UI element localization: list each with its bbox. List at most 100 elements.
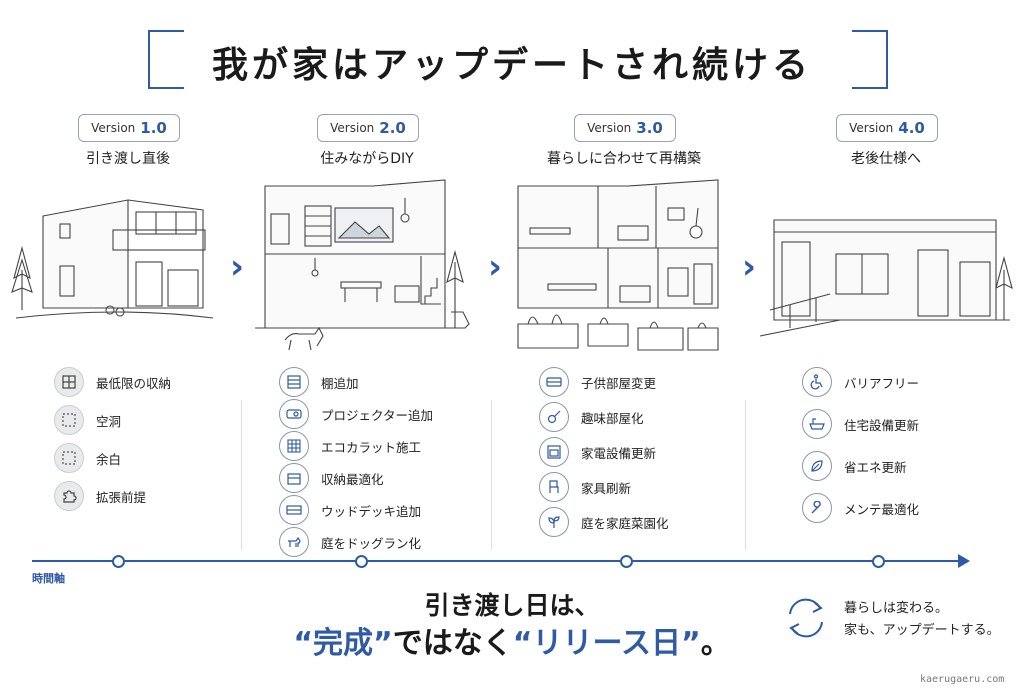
- column-divider: [745, 400, 746, 550]
- list-item: 趣味部屋化: [539, 401, 669, 433]
- oven-icon: [539, 437, 569, 467]
- list-item: 空洞: [54, 404, 171, 436]
- timeline-dot-v4: [872, 555, 885, 568]
- list-item: 家具刷新: [539, 471, 669, 503]
- list-item: 庭を家庭菜園化: [539, 506, 669, 538]
- wood-deck-icon: [279, 495, 309, 525]
- version-number: 4.0: [898, 119, 925, 137]
- list-item: 庭をドッグラン化: [279, 526, 433, 558]
- shelf-icon: [279, 367, 309, 397]
- empty-square-icon: [54, 443, 84, 473]
- timeline-label: 時間軸: [32, 572, 65, 585]
- list-item: エコカラット施工: [279, 430, 433, 462]
- message-end: 。: [700, 626, 731, 661]
- message-line-1: 引き渡し日は、: [424, 591, 600, 620]
- timeline-dot-v1: [112, 555, 125, 568]
- timeline-axis: [32, 560, 962, 562]
- item-label: エコカラット施工: [321, 439, 422, 455]
- item-label: ウッドデッキ追加: [321, 503, 422, 519]
- item-label: バリアフリー: [844, 375, 920, 391]
- item-label: 庭をドッグラン化: [321, 535, 422, 551]
- version-number: 2.0: [379, 119, 406, 137]
- item-label: 子供部屋変更: [581, 375, 657, 391]
- item-label: 趣味部屋化: [581, 410, 644, 426]
- list-item: 最低限の収納: [54, 366, 171, 398]
- list-item: 棚追加: [279, 366, 433, 398]
- side-note: 暮らしは変わる。 家も、アップデートする。: [844, 598, 1000, 642]
- version-number: 1.0: [140, 119, 167, 137]
- version-word: Version: [849, 121, 894, 135]
- title-bracket-right: [852, 30, 888, 89]
- version-number: 3.0: [636, 119, 663, 137]
- v4-item-list: バリアフリー 住宅設備更新 省エネ更新 メンテ最適化: [802, 366, 919, 524]
- version-badge-1: Version 1.0: [78, 114, 180, 142]
- list-item: 家電設備更新: [539, 436, 669, 468]
- version-word: Version: [91, 121, 136, 135]
- version-subtitle-3: 暮らしに合わせて再構築: [547, 151, 701, 167]
- list-item: メンテ最適化: [802, 492, 919, 524]
- v1-item-list: 最低限の収納 空洞 余白 拡張前提: [54, 366, 171, 512]
- quote-close: ”: [373, 626, 393, 661]
- title-bracket-left: [148, 30, 184, 89]
- timeline-dot-v3: [620, 555, 633, 568]
- version-subtitle-4: 老後仕様へ: [851, 151, 921, 167]
- arrow-right-icon: ›: [230, 247, 245, 287]
- puzzle-icon: [54, 481, 84, 511]
- item-label: メンテ最適化: [844, 501, 920, 517]
- page-title: 我が家はアップデートされ続ける: [211, 45, 812, 86]
- empty-square-icon: [54, 405, 84, 435]
- arrow-right-icon: ›: [742, 247, 757, 287]
- item-label: 拡張前提: [96, 489, 147, 505]
- list-item: ウッドデッキ追加: [279, 494, 433, 526]
- tile-grid-icon: [279, 431, 309, 461]
- item-label: 省エネ更新: [844, 459, 907, 475]
- bathtub-icon: [802, 409, 832, 439]
- column-divider: [491, 400, 492, 550]
- version-badge-3: Version 3.0: [574, 114, 676, 142]
- timeline-arrowhead: [958, 554, 970, 568]
- message-kansei: 完成: [313, 626, 374, 661]
- timeline-dot-v2: [355, 555, 368, 568]
- leaf-icon: [802, 451, 832, 481]
- note-line-2: 家も、アップデートする。: [844, 623, 1000, 638]
- item-label: 庭を家庭菜園化: [581, 515, 669, 531]
- house-v1-illustration: [11, 199, 214, 319]
- item-label: 棚追加: [321, 375, 359, 391]
- item-label: 家電設備更新: [581, 445, 657, 461]
- version-subtitle-2: 住みながらDIY: [320, 151, 414, 167]
- item-label: 収納最適化: [321, 471, 384, 487]
- message-middle: ではなく: [392, 626, 513, 661]
- item-label: 住宅設備更新: [844, 417, 920, 433]
- house-v4-illustration: [760, 219, 1013, 337]
- quote-close: ”: [680, 626, 701, 661]
- list-item: 子供部屋変更: [539, 366, 669, 398]
- storage-box-icon: [279, 463, 309, 493]
- version-badge-4: Version 4.0: [836, 114, 938, 142]
- quote-open: “: [512, 626, 533, 661]
- list-item: バリアフリー: [802, 366, 919, 398]
- house-v2-illustration: [255, 179, 470, 351]
- bed-icon: [539, 367, 569, 397]
- wheelchair-icon: [802, 367, 832, 397]
- list-item: 省エネ更新: [802, 450, 919, 482]
- v2-item-list: 棚追加 プロジェクター追加 エコカラット施工 収納最適化 ウッドデッキ追加 庭を…: [279, 366, 433, 558]
- note-line-1: 暮らしは変わる。: [844, 601, 949, 616]
- wrench-icon: [802, 493, 832, 523]
- dog-icon: [279, 527, 309, 557]
- item-label: 家具刷新: [581, 480, 632, 496]
- arrow-right-icon: ›: [488, 247, 503, 287]
- house-v3-illustration: [517, 179, 719, 351]
- version-word: Version: [587, 121, 632, 135]
- v3-item-list: 子供部屋変更 趣味部屋化 家電設備更新 家具刷新 庭を家庭菜園化: [539, 366, 669, 538]
- list-item: 収納最適化: [279, 462, 433, 494]
- sprout-icon: [539, 507, 569, 537]
- storage-box-icon: [54, 367, 84, 397]
- item-label: 最低限の収納: [96, 375, 172, 391]
- version-subtitle-1: 引き渡し直後: [86, 151, 170, 167]
- quote-open: “: [293, 626, 314, 661]
- projector-icon: [279, 399, 309, 429]
- site-watermark: kaerugaeru.com: [920, 674, 1005, 685]
- list-item: 拡張前提: [54, 480, 171, 512]
- item-label: 空洞: [96, 413, 122, 429]
- chair-icon: [539, 472, 569, 502]
